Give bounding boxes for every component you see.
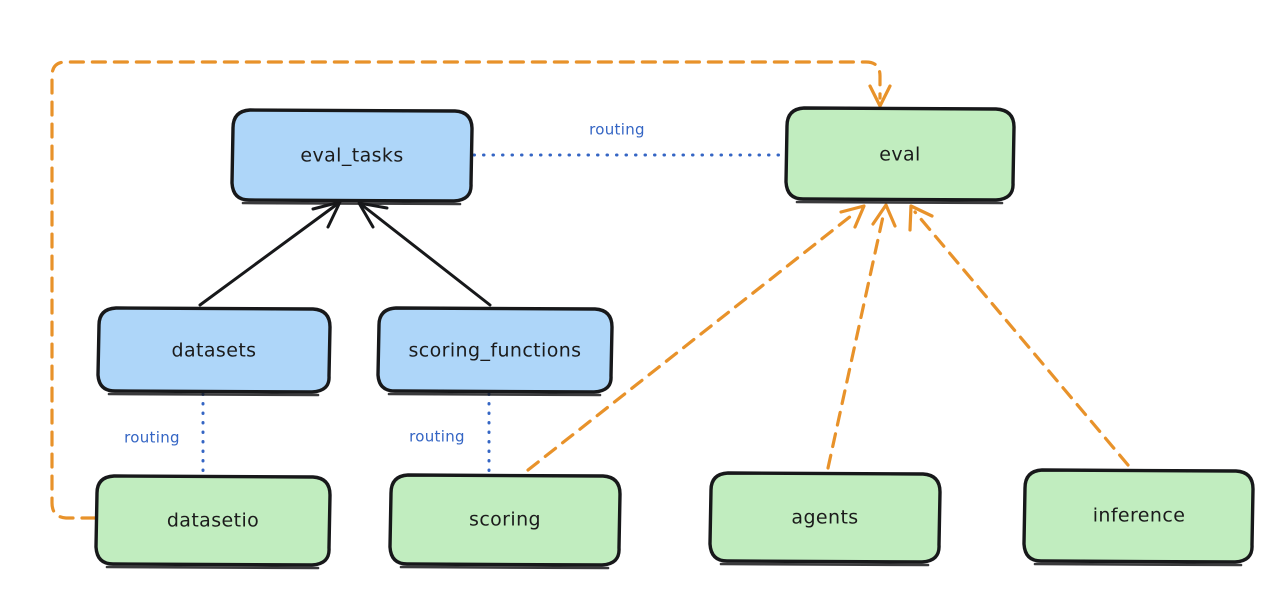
node-eval-tasks[interactable]: eval_tasks <box>230 108 474 206</box>
edge-agents-to-eval <box>826 203 897 470</box>
node-label-datasets: datasets <box>172 340 257 362</box>
edge-label-routing-eval-tasks: routing <box>589 121 645 139</box>
node-label-inference: inference <box>1093 505 1186 527</box>
edge-label-routing-scoring-functions: routing <box>409 428 465 446</box>
node-label-eval: eval <box>879 144 920 166</box>
node-label-scoring: scoring <box>469 509 541 531</box>
node-label-scoring-functions: scoring_functions <box>409 340 582 362</box>
edge-inference-to-eval <box>908 204 1130 467</box>
edge-label-routing-datasets: routing <box>124 429 180 447</box>
node-layer: eval_tasks eval datasets scoring_functio… <box>94 106 1255 570</box>
edge-datasetio-to-eval <box>50 60 892 520</box>
node-label-agents: agents <box>791 507 858 529</box>
edge-label-layer: routing routing routing <box>124 121 645 447</box>
edge-scoring-functions-to-eval-tasks <box>357 201 492 307</box>
edge-datasets-to-eval-tasks <box>198 200 342 307</box>
node-scoring[interactable]: scoring <box>388 473 622 570</box>
node-eval[interactable]: eval <box>784 106 1016 205</box>
node-label-eval-tasks: eval_tasks <box>300 145 403 167</box>
node-inference[interactable]: inference <box>1022 468 1255 567</box>
node-agents[interactable]: agents <box>708 471 942 567</box>
node-label-datasetio: datasetio <box>167 510 259 532</box>
node-datasetio[interactable]: datasetio <box>94 474 332 570</box>
edge-scoring-to-eval <box>526 204 866 472</box>
node-datasets[interactable]: datasets <box>96 306 332 397</box>
node-scoring-functions[interactable]: scoring_functions <box>376 306 614 397</box>
